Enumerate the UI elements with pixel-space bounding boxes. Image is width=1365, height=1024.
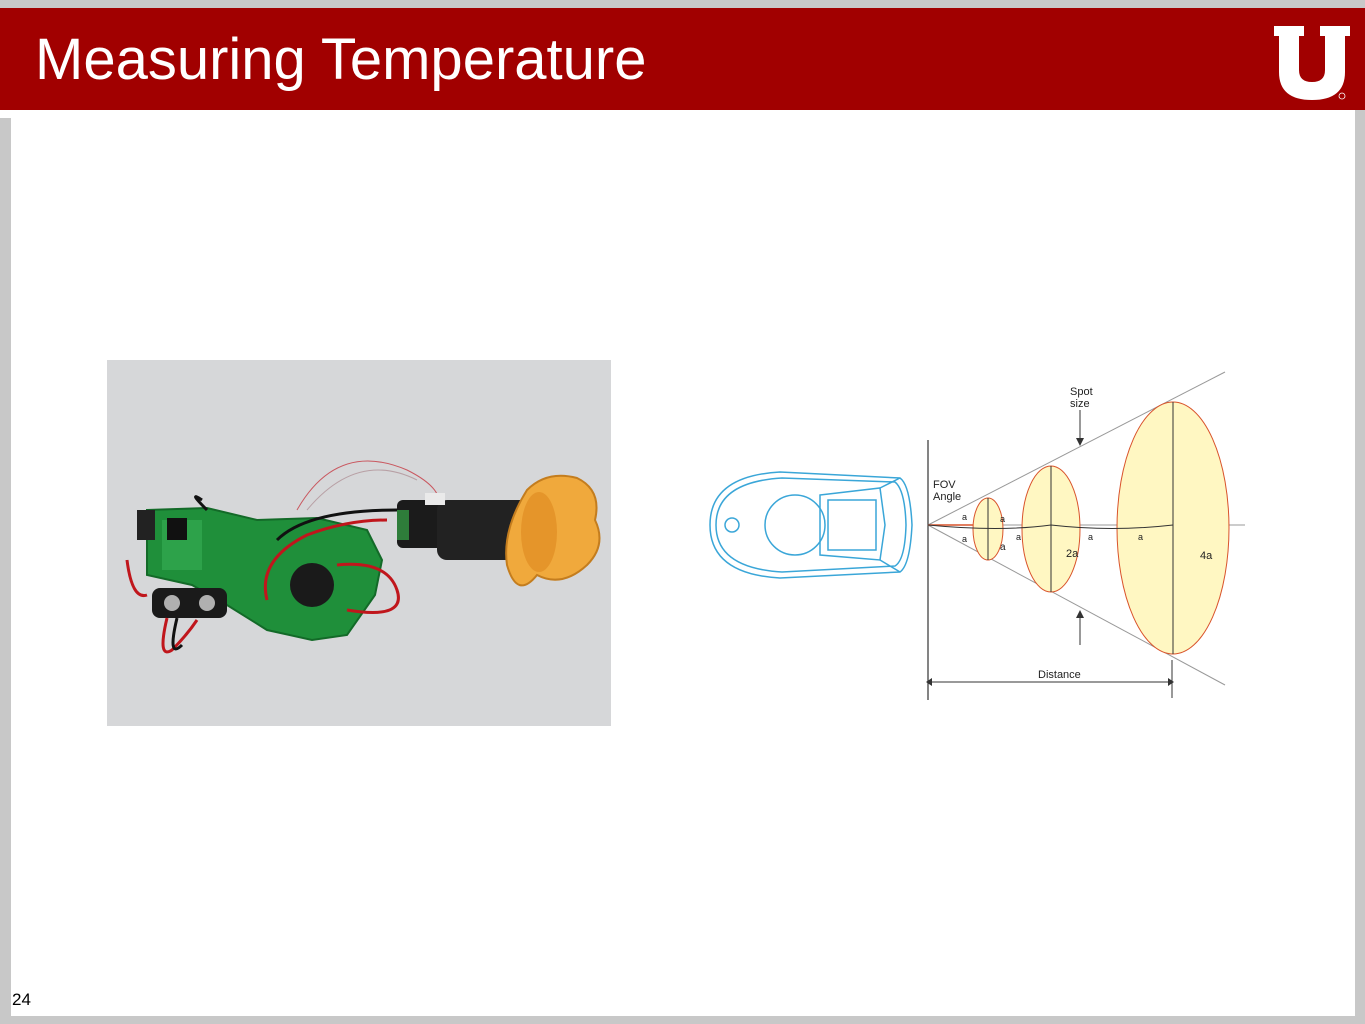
page-title: Measuring Temperature bbox=[35, 27, 647, 92]
ellipse-label-4a: 4a bbox=[1200, 550, 1213, 562]
segment-label: a bbox=[1000, 514, 1005, 524]
distance-label: Distance bbox=[1038, 669, 1081, 681]
page-number: 24 bbox=[12, 990, 31, 1009]
thermometer-circuit-photo-icon bbox=[107, 360, 611, 726]
segment-label: a bbox=[1088, 532, 1093, 542]
ellipse-label-2a: 2a bbox=[1066, 548, 1079, 560]
ellipse-label-a: a bbox=[1000, 542, 1006, 553]
segment-label: a bbox=[1016, 532, 1021, 542]
header-bar: Measuring Temperature bbox=[0, 8, 1365, 110]
segment-label: a bbox=[1138, 532, 1143, 542]
segment-label: a bbox=[962, 534, 967, 544]
left-frame bbox=[0, 118, 11, 1016]
slide: Measuring Temperature bbox=[0, 8, 1365, 1016]
thermometer-outline-icon bbox=[709, 471, 913, 579]
university-u-logo-icon bbox=[1274, 26, 1350, 100]
segment-label: a bbox=[962, 512, 967, 522]
